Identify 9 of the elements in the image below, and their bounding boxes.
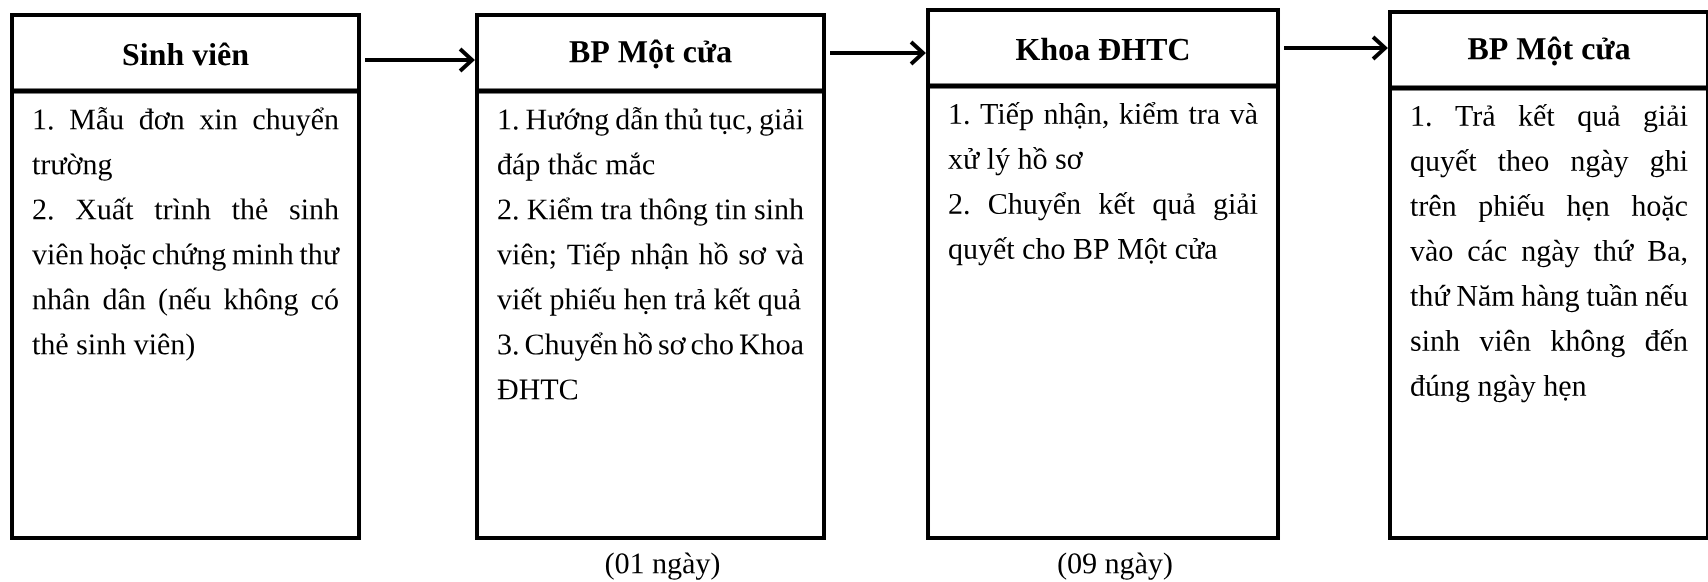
process-box: Sinh viên 1. Mẫu đơn xin chuyển trường 2. Xuất trình thẻ sinh viên hoặc chứng minh thư nhân dân (nếu không có thẻ sinh viên) [10, 13, 361, 540]
process-box: BP Một cửa 1. Hướng dẫn thủ tục, giải đáp thắc mắc 2. Kiểm tra thông tin sinh viên; Tiếp nhận hồ sơ và viết phiếu hẹn trả kết quả 3. Chuyển hồ sơ cho Khoa ĐHTC [475, 13, 826, 540]
arrow [1284, 35, 1388, 61]
arrow [830, 40, 926, 66]
process-box: Khoa ĐHTC 1. Tiếp nhận, kiểm tra và xử lý hồ sơ 2. Chuyển kết quả giải quyết cho BP Một cửa [926, 8, 1280, 540]
process-box: BP Một cửa 1. Trả kết quả giải quyết theo ngày ghi trên phiếu hẹn hoặc vào các ngày thứ Ba, thứ Năm hàng tuần nếu sinh viên không đến đúng ngày hẹn [1388, 10, 1708, 540]
duration-label: (09 ngày) [1058, 552, 1172, 580]
arrow [365, 47, 475, 73]
duration-label: (01 ngày) [605, 552, 720, 580]
